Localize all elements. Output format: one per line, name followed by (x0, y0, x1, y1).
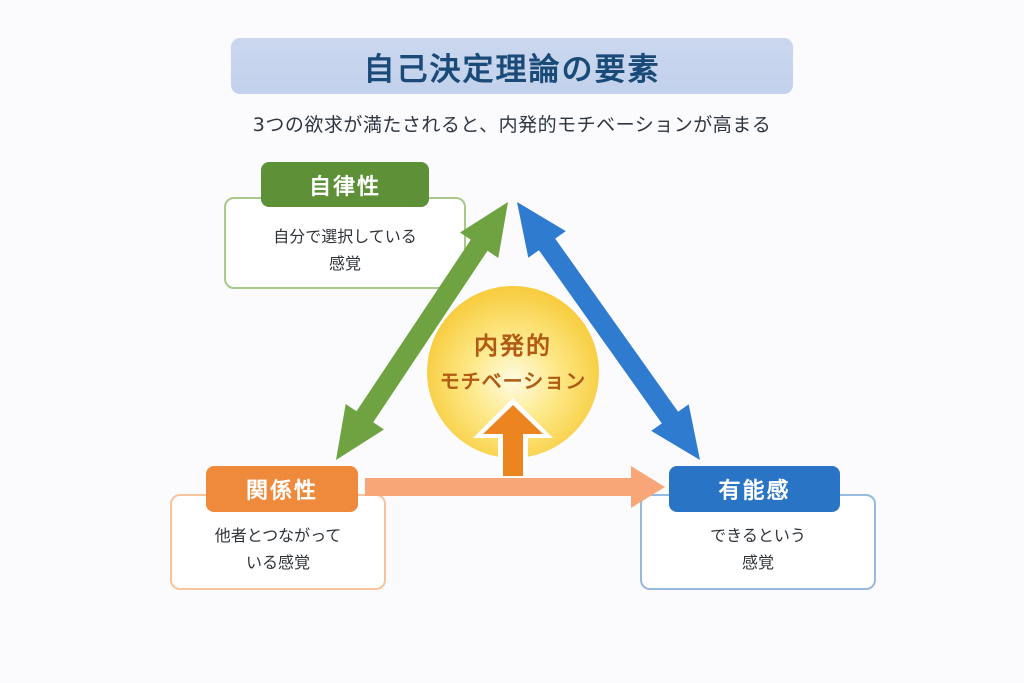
page-title: 自己決定理論の要素 (363, 51, 661, 88)
subtitle: 3つの欲求が満たされると、内発的モチベーションが高まる (252, 114, 772, 136)
title-banner: 自己決定理論の要素 (231, 38, 793, 94)
relatedness-label: 関係性 (206, 466, 358, 512)
center-subtitle: モチベーション (439, 369, 587, 393)
relatedness-description: 他者とつながって いる感覚 (214, 526, 342, 572)
autonomy-label: 自律性 (261, 162, 429, 207)
competence-description: できるという 感覚 (710, 526, 806, 572)
up-arrow-icon (473, 398, 553, 476)
relatedness-competence-arrow (365, 466, 665, 508)
competence-label: 有能感 (669, 466, 840, 512)
autonomy-relatedness-arrow (336, 202, 508, 460)
center-title: 内発的 (474, 332, 552, 360)
autonomy-competence-arrow (517, 202, 700, 460)
motivation-circle (427, 286, 599, 458)
autonomy-card: 自分で選択している 感覚 (224, 197, 466, 289)
autonomy-description: 自分で選択している 感覚 (273, 227, 417, 273)
